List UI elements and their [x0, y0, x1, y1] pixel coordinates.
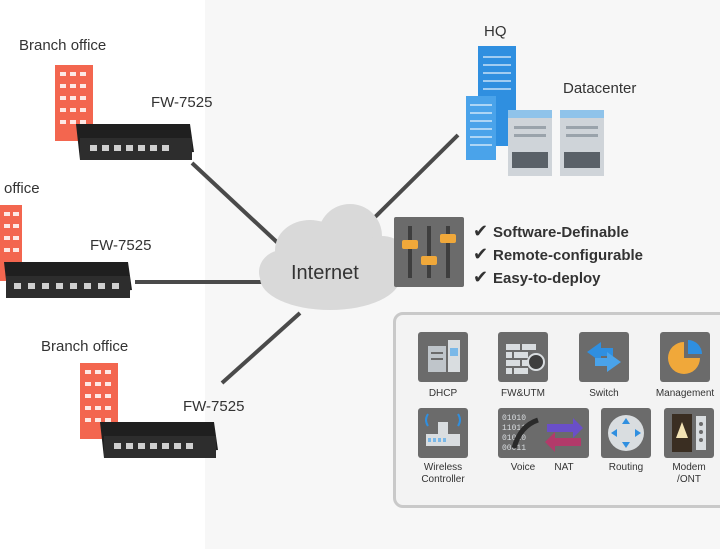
feature-label: Software-Definable	[493, 224, 629, 241]
link-branch3	[220, 311, 302, 385]
branch-office-label: Branch office	[19, 37, 107, 54]
svg-text:01010: 01010	[502, 414, 526, 423]
feature-label: Remote-configurable	[493, 247, 644, 264]
datacenter-label: Datacenter	[563, 80, 637, 97]
svg-text:11011: 11011	[502, 424, 526, 433]
link-hq	[368, 133, 460, 224]
service-label: Switch	[589, 388, 619, 399]
device-label: FW-7525	[151, 94, 213, 111]
device-label: FW-7525	[183, 398, 245, 415]
nat-icon	[539, 408, 589, 458]
feature-item: ✔Remote-configurable	[473, 244, 643, 265]
branch-building-icon	[80, 363, 118, 439]
hq-building-icon	[466, 46, 516, 160]
check-icon: ✔	[473, 244, 489, 264]
connection-lines	[135, 133, 460, 385]
service-label: NAT	[554, 462, 574, 473]
modem-icon	[664, 408, 714, 458]
svg-text:00011: 00011	[502, 444, 526, 453]
service-label: Management	[655, 388, 715, 399]
routing-icon	[601, 408, 651, 458]
cloud-label: Internet	[291, 262, 359, 284]
service-label: Wireless Controller	[421, 462, 465, 485]
feature-item: ✔Easy-to-deploy	[473, 267, 601, 288]
hq-label: HQ	[484, 23, 507, 40]
wireless-controller-icon	[418, 408, 468, 458]
branch-office-label: office	[4, 180, 40, 197]
configuration-sliders-icon	[394, 217, 464, 287]
service-label: FW&UTM	[501, 388, 545, 399]
link-branch1	[190, 161, 282, 247]
service-label: Modem /ONT	[672, 462, 706, 485]
server-rack-icon	[560, 110, 604, 176]
branch-office-label: Branch office	[41, 338, 129, 355]
service-label: Routing	[608, 462, 644, 473]
feature-item: ✔Software-Definable	[473, 221, 629, 242]
feature-label: Easy-to-deploy	[493, 270, 601, 287]
fw-device-icon	[100, 422, 218, 458]
service-label: DHCP	[428, 388, 458, 399]
svg-text:01010: 01010	[502, 434, 526, 443]
firewall-icon	[498, 332, 548, 382]
check-icon: ✔	[473, 267, 489, 287]
check-icon: ✔	[473, 221, 489, 241]
services-panel: DHCP FW&UTM Switch Management Wireless C…	[393, 312, 720, 508]
device-label: FW-7525	[90, 237, 152, 254]
management-icon	[660, 332, 710, 382]
fw-device-icon	[4, 262, 132, 298]
fw-device-icon	[76, 124, 194, 160]
server-rack-icon	[508, 110, 552, 176]
dhcp-server-icon	[418, 332, 468, 382]
switch-icon	[579, 332, 629, 382]
service-label: Voice	[510, 462, 536, 473]
